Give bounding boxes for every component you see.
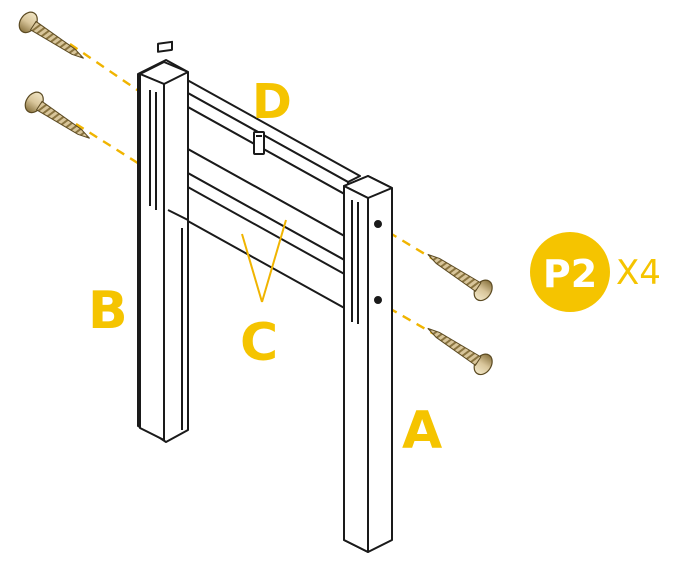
hardware-quantity: X4 <box>616 253 661 293</box>
post-a-front <box>343 185 369 553</box>
label-part-b: B <box>88 281 128 341</box>
hardware-badge-code: P2 <box>543 252 597 296</box>
post-b-front <box>139 73 165 441</box>
label-part-a: A <box>402 401 442 461</box>
label-part-c: C <box>240 313 278 373</box>
screw-icon <box>427 253 493 302</box>
screw-icon <box>24 91 90 139</box>
post-a-hole-bottom <box>374 296 382 304</box>
post-a-hole-top <box>374 220 382 228</box>
frame-drawing <box>137 40 393 553</box>
screw-icon <box>427 327 493 376</box>
panel-c-edge <box>167 175 349 277</box>
hardware-badge: P2 <box>530 232 610 312</box>
part-c-pointer <box>241 219 287 303</box>
hardware-badge-circle <box>530 232 610 312</box>
screw-icon <box>18 11 84 59</box>
rail-d-clip <box>253 131 265 155</box>
label-part-d: D <box>252 74 292 130</box>
